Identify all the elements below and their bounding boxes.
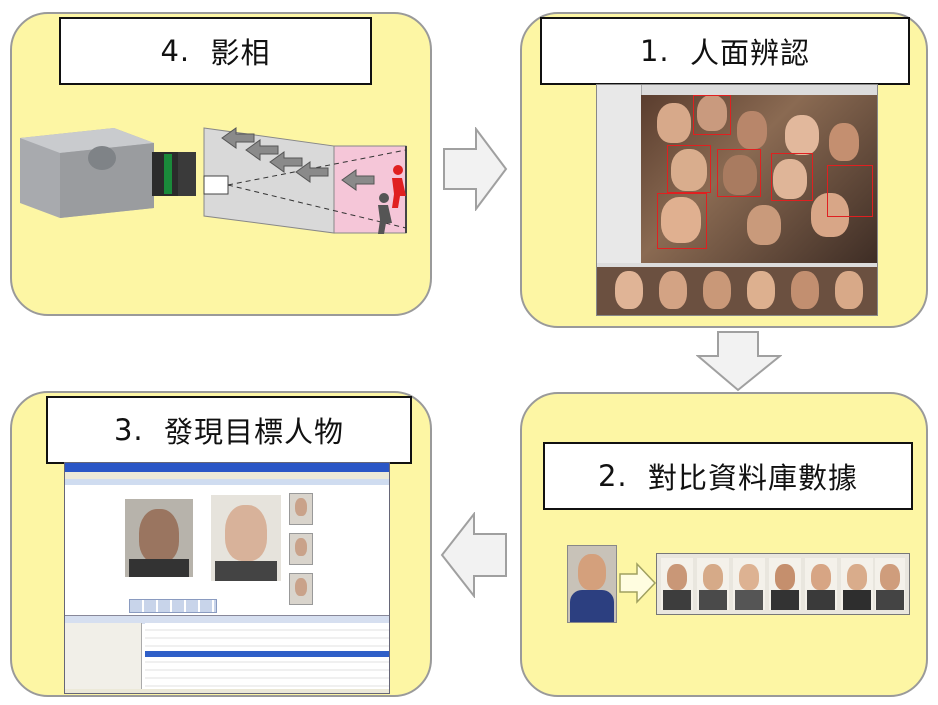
step-4-title: 影相 <box>210 36 271 70</box>
step-2-number: 2. <box>597 459 628 493</box>
arrow-right-small-icon <box>619 562 657 604</box>
title-step-1: 1. 人面辨認 <box>540 17 910 85</box>
arrow-left-icon <box>440 512 507 598</box>
face-recognition-screenshot <box>596 84 878 316</box>
query-face-photo <box>567 545 617 623</box>
title-step-4: 4. 影相 <box>59 17 372 85</box>
step-4-number: 4. <box>160 34 191 68</box>
step-1-number: 1. <box>639 34 670 68</box>
database-faces-strip <box>656 553 910 615</box>
arrow-down-icon <box>696 331 782 392</box>
step-1-title: 人面辨認 <box>690 36 811 70</box>
step-2-title: 對比資料庫數據 <box>648 461 859 495</box>
target-match-software-screenshot <box>64 462 390 694</box>
title-step-2: 2. 對比資料庫數據 <box>543 442 913 510</box>
step-3-title: 發現目標人物 <box>164 415 345 449</box>
arrow-right-icon <box>443 127 508 211</box>
camera-illustration <box>20 127 407 234</box>
step-3-number: 3. <box>113 413 144 447</box>
title-step-3: 3. 發現目標人物 <box>46 396 412 464</box>
